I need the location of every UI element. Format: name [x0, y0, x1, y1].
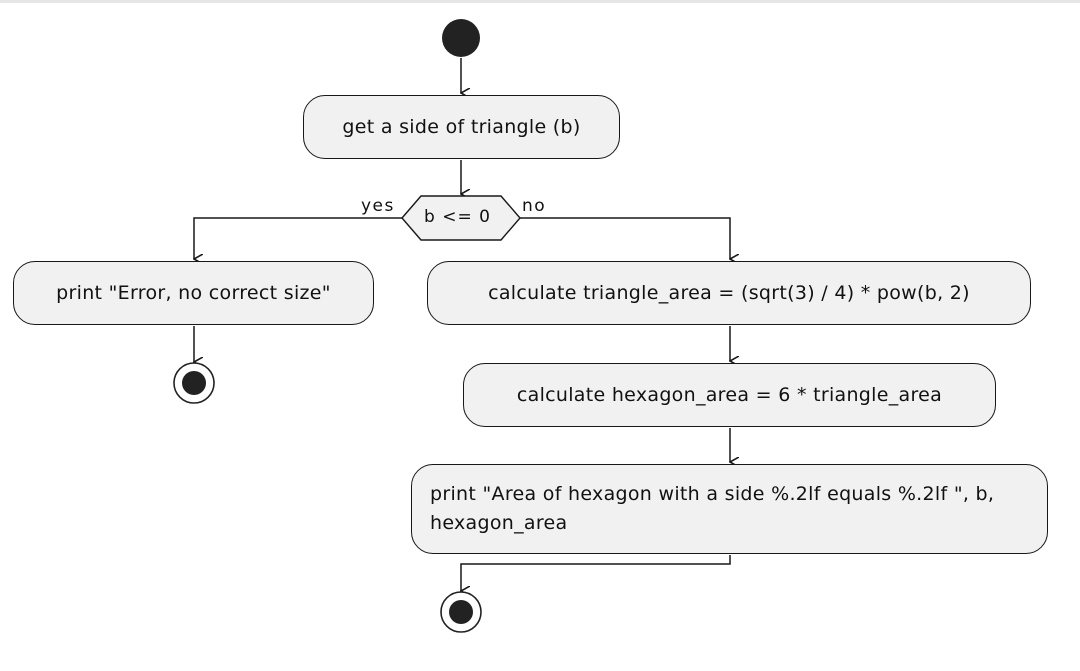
arrow-print-to-end: [461, 555, 731, 591]
decision-yes-label: yes: [361, 196, 395, 216]
end-node-success: [440, 591, 482, 633]
top-border: [0, 0, 1080, 3]
decision-diamond: [401, 195, 521, 241]
action-print-error: print "Error, no correct size": [13, 261, 374, 325]
decision-condition: b <= 0: [424, 207, 491, 227]
end-node-error: [173, 362, 215, 404]
action-calc-triangle-area: calculate triangle_area = (sqrt(3) / 4) …: [427, 261, 1031, 325]
action-calc-hexagon-area: calculate hexagon_area = 6 * triangle_ar…: [463, 363, 996, 427]
arrow-yes-branch: [194, 217, 402, 259]
decision-no-label: no: [522, 196, 547, 216]
action-print-result: print "Area of hexagon with a side %.2lf…: [411, 464, 1048, 554]
start-node: [442, 19, 480, 57]
action-get-side: get a side of triangle (b): [303, 95, 620, 159]
arrow-no-branch: [520, 217, 730, 259]
